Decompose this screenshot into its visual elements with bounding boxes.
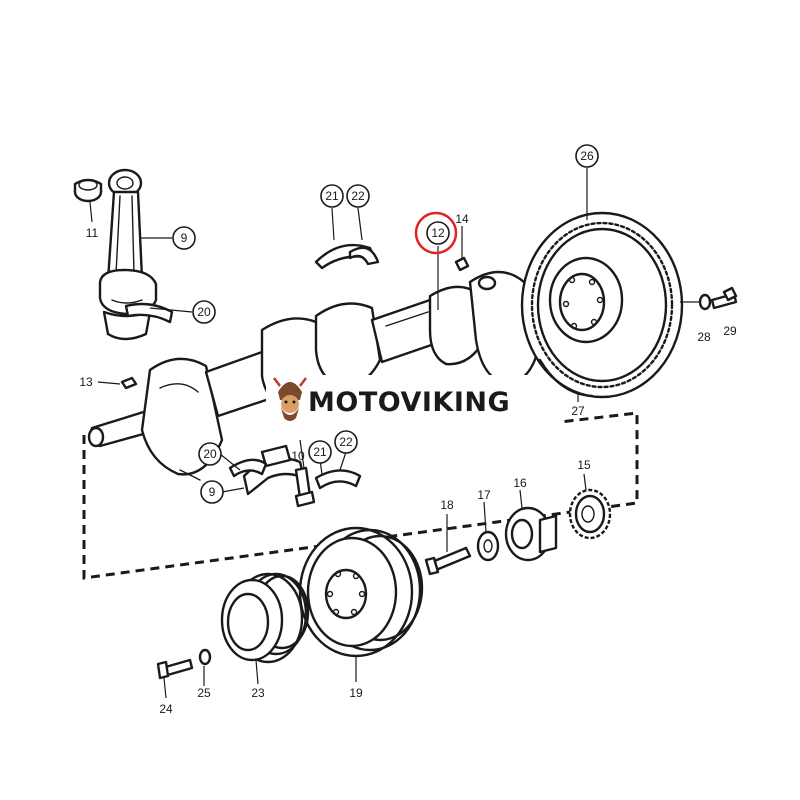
svg-text:24: 24 — [159, 702, 173, 716]
plug-screw — [454, 256, 470, 272]
dashed-assembly-boundary — [82, 411, 639, 580]
main-bearing-bolt — [294, 466, 316, 508]
callout-20-upper: 20 — [192, 300, 216, 324]
crank-gear-15 — [568, 488, 612, 540]
flywheel-washer — [698, 293, 712, 311]
crankshaft-front-bolt — [424, 546, 472, 576]
callout-13: 13 — [79, 375, 93, 389]
hub-16 — [504, 506, 558, 562]
callout-9-lower: 9 — [200, 480, 224, 504]
svg-text:20: 20 — [197, 305, 211, 319]
callout-26: 26 — [575, 144, 599, 168]
main-bearing-shells-upper — [314, 243, 380, 270]
svg-text:12: 12 — [431, 226, 445, 240]
svg-text:26: 26 — [580, 149, 594, 163]
callout-12-crankshaft: 12 — [414, 211, 458, 255]
callout-29: 29 — [723, 324, 737, 338]
svg-text:13: 13 — [79, 375, 93, 389]
washer-17 — [476, 530, 500, 562]
callout-15: 15 — [577, 458, 591, 472]
svg-text:9: 9 — [181, 231, 188, 245]
vibration-damper-pulley — [298, 526, 424, 658]
callout-23: 23 — [251, 686, 265, 700]
callout-9-upper: 9 — [172, 226, 196, 250]
callout-22-upper: 22 — [346, 184, 370, 208]
svg-text:20: 20 — [203, 447, 217, 461]
callout-22-lower: 22 — [334, 430, 358, 454]
flywheel-bolt — [710, 286, 738, 310]
callout-21-lower: 21 — [308, 440, 332, 464]
svg-text:25: 25 — [197, 686, 211, 700]
svg-text:16: 16 — [513, 476, 527, 490]
svg-text:15: 15 — [577, 458, 591, 472]
piston-pin-bushing — [73, 178, 103, 203]
bearing-shell-lower-b — [314, 469, 362, 490]
callout-28: 28 — [697, 330, 711, 344]
crankshaft-pulley — [220, 572, 310, 664]
pulley-bolt — [156, 658, 194, 680]
svg-text:21: 21 — [313, 445, 327, 459]
callout-25: 25 — [197, 686, 211, 700]
svg-text:10: 10 — [291, 449, 305, 463]
svg-text:18: 18 — [440, 498, 454, 512]
callout-11: 11 — [86, 226, 99, 240]
bearing-shell-lower-a — [228, 458, 268, 478]
svg-text:22: 22 — [351, 189, 365, 203]
highlight-ring — [414, 211, 458, 255]
svg-text:19: 19 — [349, 686, 363, 700]
callout-21-upper: 21 — [320, 184, 344, 208]
callout-20-lower: 20 — [198, 442, 222, 466]
callout-17: 17 — [477, 488, 491, 502]
callout-18: 18 — [440, 498, 454, 512]
flywheel — [520, 211, 684, 399]
callout-16: 16 — [513, 476, 527, 490]
svg-text:22: 22 — [339, 435, 353, 449]
svg-text:14: 14 — [455, 212, 469, 226]
callout-14: 14 — [455, 212, 469, 226]
motoviking-watermark: MOTOVIKING — [266, 375, 536, 426]
pulley-washer — [198, 648, 212, 666]
svg-text:MOTOVIKING: MOTOVIKING — [308, 387, 510, 418]
svg-text:9: 9 — [209, 485, 216, 499]
svg-text:29: 29 — [723, 324, 737, 338]
svg-text:27: 27 — [571, 404, 585, 418]
svg-text:23: 23 — [251, 686, 265, 700]
svg-text:11: 11 — [86, 226, 99, 240]
callout-19: 19 — [349, 686, 363, 700]
svg-text:21: 21 — [325, 189, 339, 203]
viking-logo-icon — [273, 377, 307, 421]
woodruff-key — [120, 376, 138, 390]
callout-10: 10 — [291, 449, 305, 463]
svg-text:28: 28 — [697, 330, 711, 344]
callout-27: 27 — [571, 404, 585, 418]
leader-lines — [89, 168, 700, 699]
svg-text:17: 17 — [477, 488, 491, 502]
callout-24: 24 — [159, 702, 173, 716]
